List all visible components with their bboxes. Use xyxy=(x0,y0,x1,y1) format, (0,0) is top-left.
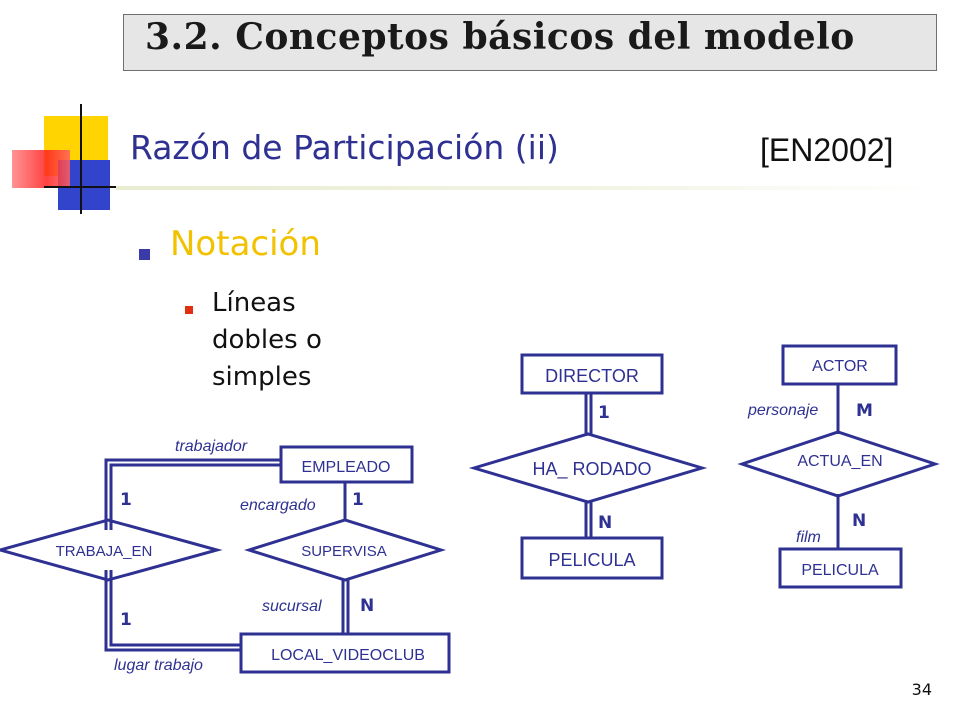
entity-pelicula-3 xyxy=(778,547,903,589)
deco-horizontal-line xyxy=(44,186,124,188)
label-actor: ACTOR xyxy=(812,358,868,375)
entity-pelicula-2 xyxy=(520,536,664,580)
label-local-videoclub: LOCAL_VIDEOCLUB xyxy=(271,647,425,664)
bullet-lineas: Líneas dobles o simples xyxy=(212,288,322,392)
entity-empleado xyxy=(279,445,414,484)
card-pelicula-2: N xyxy=(598,513,612,533)
label-supervisa: SUPERVISA xyxy=(301,543,387,560)
double-line-pelicula-2 xyxy=(584,500,593,538)
relationship-ha-rodado xyxy=(468,432,708,504)
page-number: 34 xyxy=(911,680,932,699)
slide-subtitle: Razón de Participación (ii) xyxy=(130,128,559,167)
double-line-sucursal xyxy=(341,580,350,634)
label-actua-en: ACTUA_EN xyxy=(797,453,882,470)
bullet-marker-level1 xyxy=(139,249,150,260)
card-trabaja-bottom: 1 xyxy=(120,610,132,630)
role-encargado: encargado xyxy=(240,497,316,514)
label-empleado: EMPLEADO xyxy=(302,459,391,476)
card-director: 1 xyxy=(598,403,610,423)
double-line-lugar-trabajo xyxy=(104,570,240,652)
deco-vertical-line xyxy=(80,104,82,214)
relationship-actua-en xyxy=(737,430,940,498)
entity-actor xyxy=(781,344,898,386)
role-personaje: personaje xyxy=(747,402,818,419)
double-line-director xyxy=(584,393,593,436)
bullet-marker-level2 xyxy=(185,306,193,314)
role-lugar-trabajo: lugar trabajo xyxy=(114,657,203,674)
card-supervisa-bottom: N xyxy=(360,596,374,616)
title-box xyxy=(123,14,937,71)
entity-local-videoclub xyxy=(239,632,451,674)
relationship-trabaja-en xyxy=(0,518,223,582)
double-line-trabajador xyxy=(104,458,280,530)
reference-label: [EN2002] xyxy=(760,132,894,168)
entity-director xyxy=(520,353,664,395)
card-trabaja-top: 1 xyxy=(120,490,132,510)
label-pelicula-2: PELICULA xyxy=(548,550,635,570)
label-director: DIRECTOR xyxy=(545,366,639,386)
label-ha-rodado: HA_ RODADO xyxy=(532,459,651,480)
slide-title: 3.2. Conceptos básicos del modelo xyxy=(145,16,855,58)
relationship-supervisa xyxy=(243,518,447,582)
card-pelicula-3: N xyxy=(852,511,866,531)
label-trabaja-en: TRABAJA_EN xyxy=(56,543,153,560)
card-supervisa-top: 1 xyxy=(352,490,364,510)
card-actor: M xyxy=(856,401,873,421)
deco-red-square xyxy=(12,150,70,188)
bullet-notacion: Notación xyxy=(170,224,321,264)
label-pelicula-3: PELICULA xyxy=(801,562,879,579)
role-trabajador: trabajador xyxy=(175,438,248,455)
role-film: film xyxy=(796,529,821,546)
role-sucursal: sucursal xyxy=(262,598,322,615)
subtitle-underline xyxy=(116,186,936,190)
